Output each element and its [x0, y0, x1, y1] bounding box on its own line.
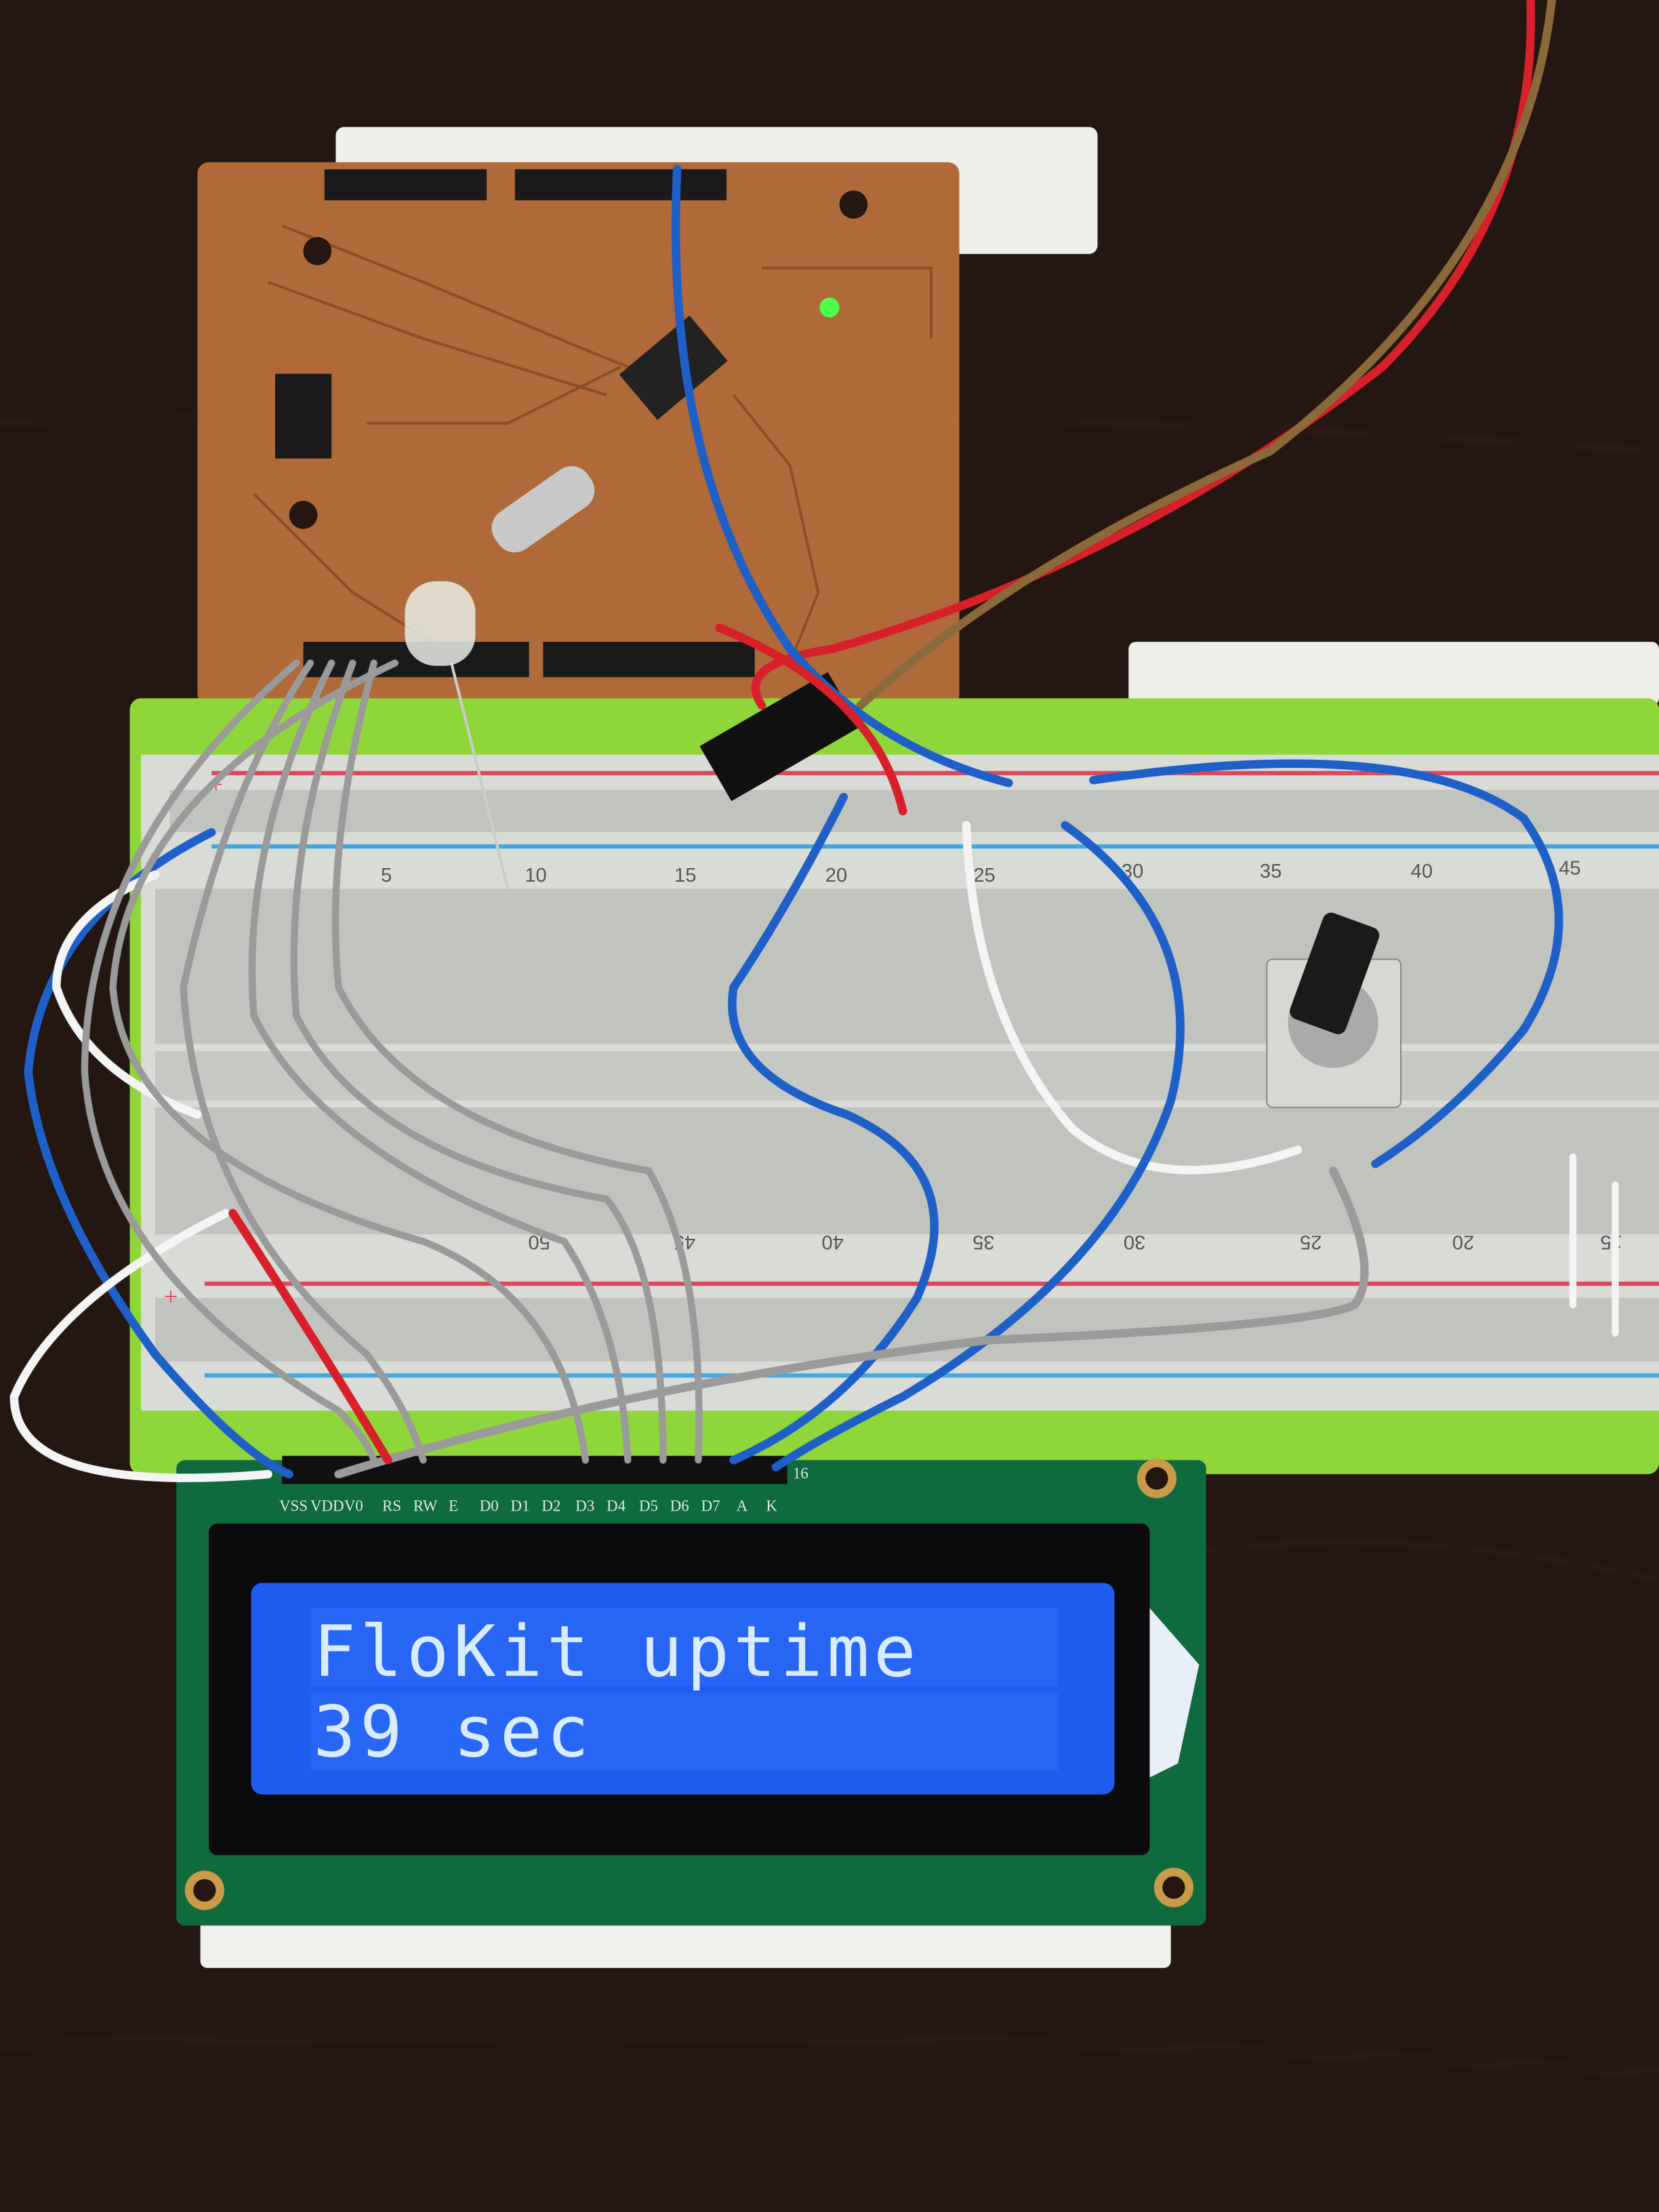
wire-gray — [180, 659, 427, 1464]
pin-label: K — [766, 1497, 777, 1514]
wire-red — [715, 623, 907, 816]
pin-label: D6 — [670, 1497, 689, 1514]
status-led-icon — [819, 298, 840, 318]
wire-red — [228, 1208, 392, 1465]
wire-blue — [728, 792, 939, 1465]
column-number: 45 — [1559, 858, 1580, 880]
column-number: 20 — [1452, 1231, 1474, 1253]
lcd-module: 16 VSS VDD V0 RS RW E D0 D1 D2 D3 D4 D5 … — [176, 1456, 1206, 1926]
column-number: 15 — [674, 865, 696, 886]
pin-label: D3 — [575, 1497, 594, 1514]
column-number: 25 — [973, 865, 995, 886]
column-number: 5 — [381, 865, 392, 886]
pin-label: D7 — [701, 1497, 720, 1514]
pin-label: D5 — [639, 1497, 658, 1514]
microcontroller-chip — [619, 315, 728, 420]
wire-blue — [671, 165, 1013, 787]
bottom-bracket — [200, 1915, 1171, 1968]
wire-gray — [290, 659, 667, 1464]
column-number: 40 — [1411, 861, 1433, 882]
wire-white — [962, 821, 1303, 1174]
pin-label: D0 — [480, 1497, 499, 1514]
crystal — [491, 466, 595, 553]
column-number: 35 — [1260, 861, 1282, 882]
lcd-screen — [251, 1582, 1115, 1795]
potentiometer[interactable] — [1266, 910, 1402, 1109]
pin-label: RS — [382, 1497, 401, 1514]
pin-count-label: 16 — [793, 1465, 808, 1482]
lcd-line-1: FloKit uptime — [313, 1610, 920, 1693]
microcontroller-pcb — [197, 162, 960, 705]
wire-blue — [1089, 759, 1563, 1168]
pin-label: RW — [413, 1497, 438, 1514]
pin-label: A — [737, 1497, 748, 1514]
lcd-line-2: 39 sec — [313, 1691, 593, 1774]
pin-labels: VSS VDD V0 RS RW E D0 D1 D2 D3 D4 D5 D6 … — [279, 1497, 777, 1514]
pin-label: D1 — [511, 1497, 530, 1514]
column-number: 15 — [1600, 1231, 1622, 1253]
jumper-connector — [699, 672, 860, 802]
wire-gray — [331, 659, 703, 1464]
pin-label: E — [449, 1497, 458, 1514]
column-number: 25 — [1300, 1231, 1322, 1253]
wire-blue — [771, 821, 1185, 1472]
wire-gray — [109, 659, 590, 1464]
breadboard: + + 5 10 15 20 25 30 35 40 45 50 45 40 3… — [129, 698, 1659, 1475]
wire-gray — [248, 659, 632, 1464]
column-number: 30 — [1124, 1231, 1145, 1253]
column-number: 20 — [825, 865, 847, 886]
clear-led — [405, 581, 510, 889]
pin-label: V0 — [344, 1497, 363, 1514]
wire-white — [52, 870, 202, 1119]
column-number: 40 — [821, 1231, 843, 1253]
pin-label: VDD — [310, 1497, 344, 1514]
pin-label: D4 — [607, 1497, 626, 1514]
column-number: 10 — [525, 865, 546, 886]
wire-white — [9, 1208, 272, 1483]
wire-blue — [24, 827, 293, 1479]
wires — [9, 0, 1619, 1483]
pin-label: D2 — [541, 1497, 560, 1514]
right-bracket — [1128, 642, 1659, 705]
pin-label: VSS — [279, 1497, 308, 1514]
wire-brown — [856, 0, 1557, 710]
rail-plus-bottom: + — [163, 1284, 178, 1311]
column-number: 35 — [972, 1231, 994, 1253]
wire-gray — [81, 659, 377, 1464]
wire-gray — [334, 1166, 1369, 1479]
